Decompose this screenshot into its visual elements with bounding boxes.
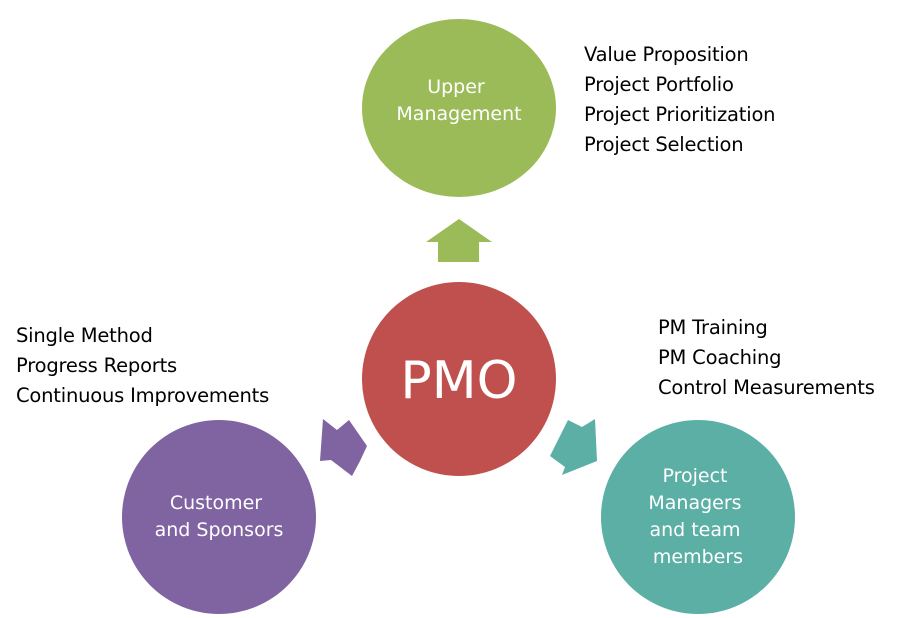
node-project-managers: Project Managers and team members (601, 420, 795, 614)
arrow-down-right-icon (550, 419, 597, 475)
node-pmo: PMO (362, 282, 556, 476)
upper-management-label: Upper Management (396, 76, 521, 125)
label-line: Customer (170, 492, 262, 514)
list-item: PM Coaching (658, 346, 782, 369)
node-upper-management: Upper Management (362, 19, 556, 197)
list-item: PM Training (658, 316, 768, 339)
list-item: Value Proposition (584, 43, 749, 66)
label-line: Management (396, 103, 521, 125)
list-item: Continuous Improvements (16, 384, 270, 407)
upper-management-list: Value Proposition Project Portfolio Proj… (584, 40, 776, 160)
project-managers-circle (601, 420, 795, 614)
arrow-up-icon (426, 219, 492, 262)
list-item: Single Method (16, 324, 153, 347)
label-line: and Sponsors (155, 519, 284, 541)
upper-management-circle (362, 19, 556, 197)
label-line: members (653, 546, 743, 568)
customer-sponsors-list: Single Method Progress Reports Continuou… (16, 321, 269, 411)
label-line: Upper (427, 76, 485, 98)
node-customer-sponsors: Customer and Sponsors (122, 420, 316, 614)
label-line: and team (649, 519, 740, 541)
customer-sponsors-label: Customer and Sponsors (155, 492, 284, 541)
project-managers-label: Project Managers and team members (648, 465, 747, 568)
pmo-circle (362, 282, 556, 476)
arrow-down-left-icon (320, 419, 367, 476)
list-item: Control Measurements (658, 376, 875, 399)
list-item: Progress Reports (16, 354, 178, 377)
pmo-label: PMO (400, 351, 517, 411)
project-managers-list: PM Training PM Coaching Control Measurem… (658, 313, 875, 403)
customer-sponsors-circle (122, 420, 316, 614)
list-item: Project Selection (584, 133, 744, 156)
list-item: Project Prioritization (584, 103, 776, 126)
list-item: Project Portfolio (584, 73, 734, 96)
label-line: Project (662, 465, 727, 487)
label-line: Managers (648, 492, 741, 514)
